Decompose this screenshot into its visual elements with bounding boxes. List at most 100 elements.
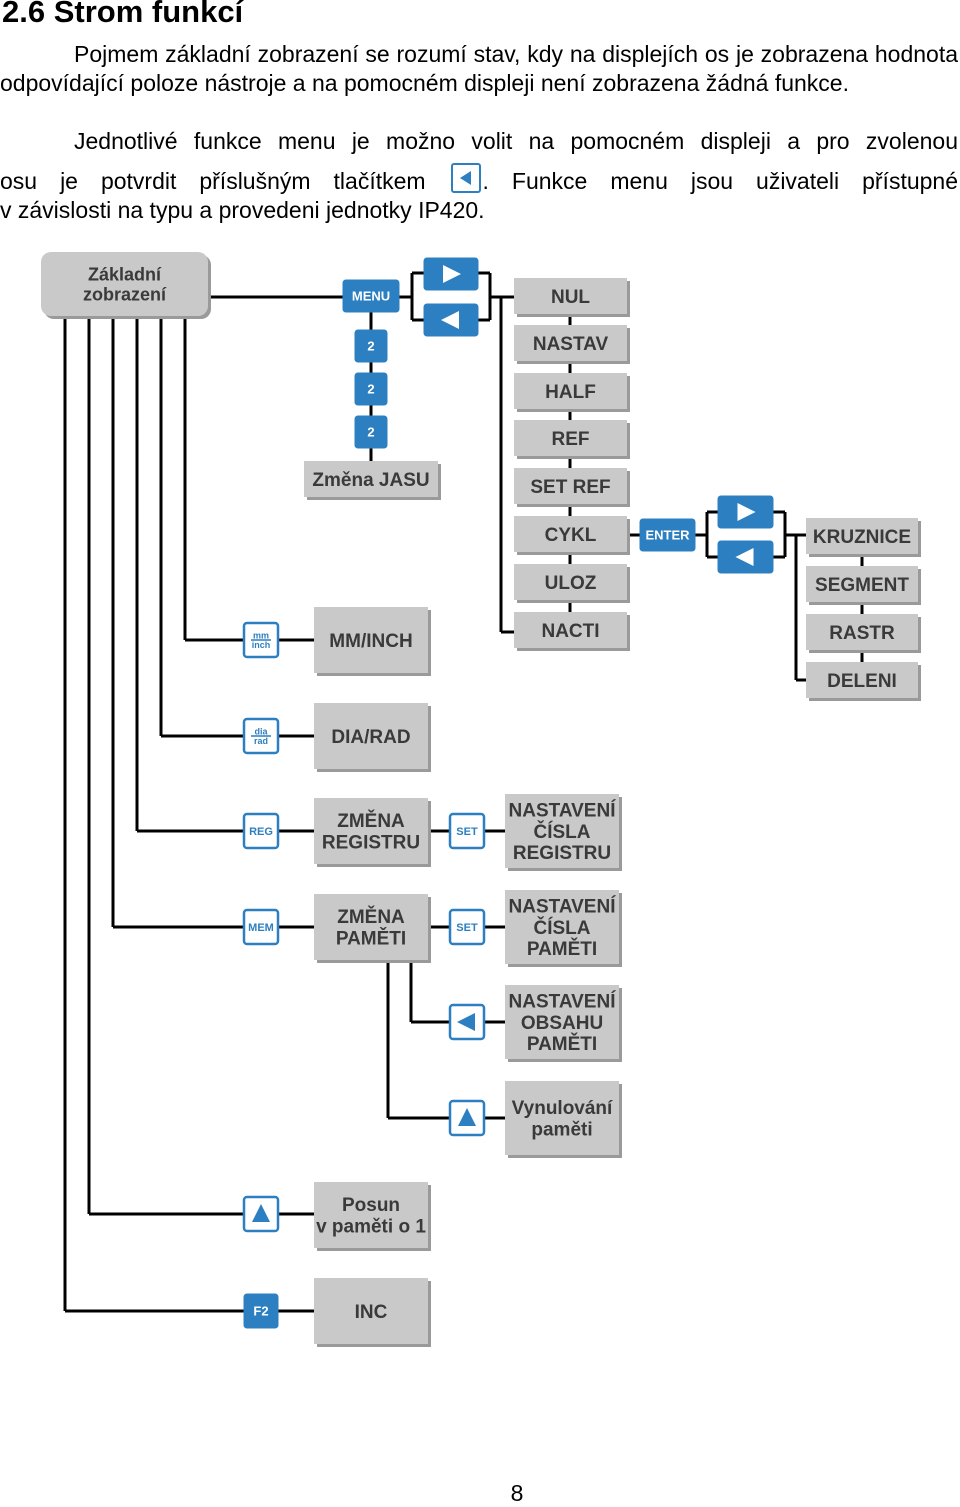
- box-background: [41, 252, 208, 316]
- box-label: Změna JASU: [312, 470, 429, 491]
- section-heading: 2.6 Strom funkcí: [2, 0, 244, 29]
- mem-key: MEM: [242, 908, 280, 946]
- right-arrow-key: [423, 257, 479, 291]
- box-label: MM/INCH: [329, 631, 412, 652]
- box-background: [314, 894, 428, 960]
- box-label: PAMĚTI: [336, 927, 406, 949]
- key-label: inch: [252, 640, 271, 650]
- up-arrow-key: [242, 1195, 280, 1233]
- box-label: Posun: [342, 1195, 400, 1216]
- reg-key: REG: [242, 812, 280, 850]
- menu-item-box: CYKL: [514, 516, 630, 555]
- key-label: dia: [254, 726, 268, 736]
- key-label: REG: [249, 826, 273, 838]
- box-label: DIA/RAD: [331, 727, 410, 748]
- left-arrow-icon: [735, 548, 754, 566]
- box-label: KRUZNICE: [813, 527, 911, 548]
- page-number: 8: [510, 1480, 524, 1506]
- box-label: REGISTRU: [513, 843, 611, 864]
- cycle-item-box: KRUZNICE: [806, 518, 921, 557]
- up-arrow-icon: [252, 1204, 270, 1222]
- box-background: [314, 1278, 428, 1344]
- up-arrow-key: [448, 1099, 486, 1137]
- set-key: SET: [448, 908, 486, 946]
- box-label: NASTAVENÍ: [509, 896, 617, 918]
- menu-key: MENU: [342, 279, 400, 313]
- brightness-key: 2: [354, 415, 388, 449]
- box-background: [806, 614, 918, 650]
- dia-rad-box: DIA/RAD: [314, 703, 431, 772]
- key-body: [354, 329, 388, 363]
- menu-item-box: NUL: [514, 278, 630, 317]
- connector-lines: [63, 271, 864, 1313]
- key-label: MEM: [248, 922, 274, 934]
- box-background: [806, 518, 918, 554]
- box-background: [514, 325, 627, 361]
- right-arrow-key: [717, 495, 774, 529]
- box-background: [514, 516, 627, 552]
- inc-box: INC: [314, 1278, 431, 1347]
- cycle-item-box: SEGMENT: [806, 566, 921, 605]
- box-background: [514, 612, 627, 648]
- key-body: [448, 908, 486, 946]
- menu-item-box: HALF: [514, 373, 630, 412]
- left-arrow-icon: [441, 311, 459, 329]
- box-label: HALF: [545, 382, 596, 403]
- key-label: SET: [456, 922, 478, 934]
- cycle-item-box: RASTR: [806, 614, 921, 653]
- key-body: [448, 812, 486, 850]
- right-arrow-icon: [443, 265, 461, 283]
- left-arrow-key: [423, 303, 479, 337]
- box-label: ZMĚNA: [337, 906, 405, 928]
- box-background: [304, 461, 438, 497]
- box-label: ČÍSLA: [534, 821, 591, 843]
- set-key: SET: [448, 812, 486, 850]
- menu-paragraph-line1: Jednotlivé funkce menu je možno volit na…: [74, 128, 958, 154]
- box-background: [806, 662, 918, 698]
- box-background: [505, 1081, 619, 1155]
- key-body: [354, 372, 388, 406]
- box-background: [505, 890, 619, 964]
- box-label: ZMĚNA: [337, 810, 405, 832]
- box-label: PAMĚTI: [527, 938, 597, 960]
- key-body: [354, 415, 388, 449]
- up-arrow-icon: [458, 1108, 476, 1126]
- left-arrow-key: [448, 1003, 486, 1041]
- left-arrow-key-icon: [450, 163, 481, 193]
- key-label: rad: [254, 736, 268, 746]
- box-label: NUL: [551, 287, 590, 308]
- box-background: [514, 564, 627, 600]
- key-label: 2: [367, 382, 374, 397]
- key-body: [242, 908, 280, 946]
- box-background: [314, 798, 428, 864]
- box-label: INC: [355, 1302, 388, 1323]
- box-background: [514, 468, 627, 504]
- menu-paragraph-before-key: osu je potvrdit příslušným tlačítkem: [0, 168, 426, 194]
- menu-item-box: NACTI: [514, 612, 630, 651]
- menu-item-box: REF: [514, 420, 630, 459]
- box-background: [505, 985, 619, 1059]
- brightness-key: 2: [354, 329, 388, 363]
- box-label: ULOZ: [545, 573, 597, 594]
- menu-item-box: NASTAV: [514, 325, 630, 364]
- key-body: [639, 518, 696, 552]
- menu-paragraph: Jednotlivé funkce menu je možno volit na…: [0, 127, 958, 225]
- key-label: F2: [253, 1304, 268, 1319]
- box-label: NACTI: [541, 621, 599, 642]
- key-label: MENU: [352, 289, 390, 304]
- key-label: 2: [367, 339, 374, 354]
- box-background: [514, 373, 627, 409]
- box-label: Základní: [88, 264, 162, 284]
- menu-item-box: ULOZ: [514, 564, 630, 603]
- box-label: zobrazení: [83, 285, 167, 305]
- f2-key: F2: [243, 1293, 279, 1329]
- box-background: [314, 1182, 428, 1248]
- box-label: REGISTRU: [322, 832, 420, 853]
